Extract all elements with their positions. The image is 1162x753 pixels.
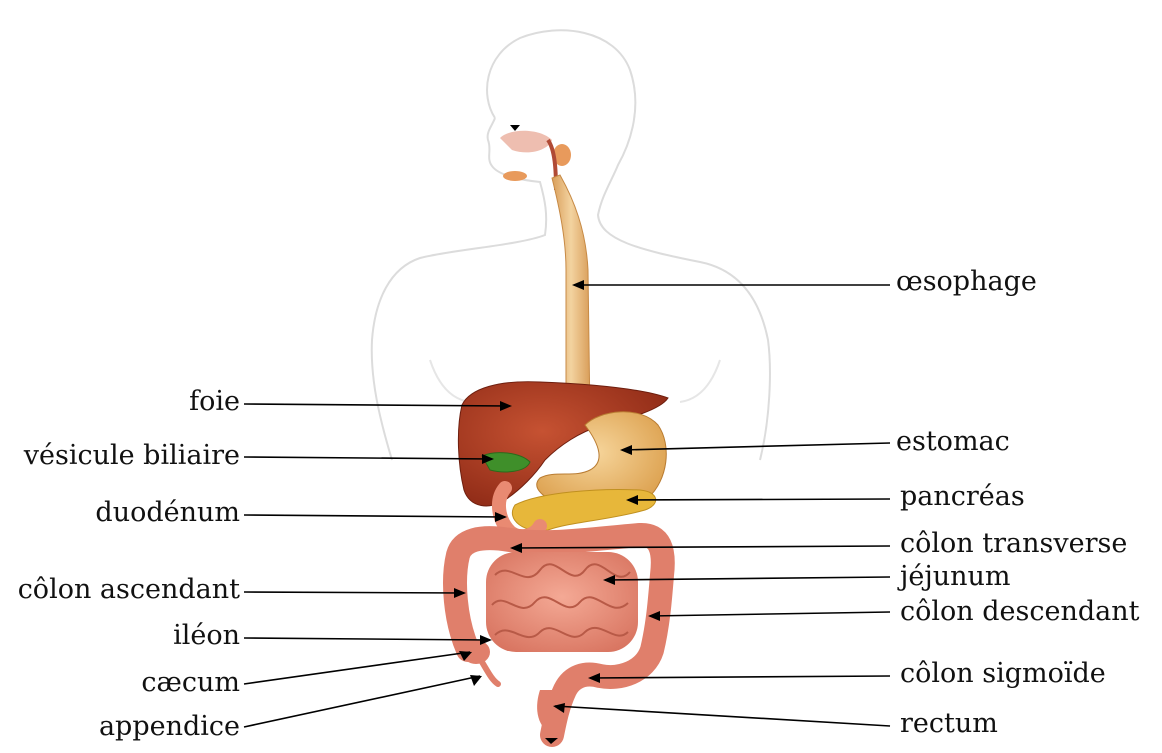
label-oesophage: œsophage — [896, 266, 1037, 298]
label-vesicule-biliaire: vésicule biliaire — [0, 440, 240, 472]
appendix-shape — [482, 662, 498, 684]
label-ileon: iléon — [0, 620, 240, 652]
label-caecum: cæcum — [0, 667, 240, 699]
label-foie: foie — [0, 386, 240, 418]
label-pancreas: pancréas — [900, 481, 1025, 513]
label-colon-descendant: côlon descendant — [900, 596, 1139, 628]
label-appendice: appendice — [0, 711, 240, 743]
label-colon-transverse: côlon transverse — [900, 528, 1127, 560]
label-jejunum: jéjunum — [900, 561, 1011, 593]
oesophagus-shape — [552, 175, 590, 418]
label-estomac: estomac — [896, 426, 1010, 458]
small-intestine-shape — [486, 552, 638, 652]
label-colon-sigmoide: côlon sigmoïde — [900, 658, 1106, 690]
label-colon-ascendant: côlon ascendant — [0, 574, 240, 606]
label-duodenum: duodénum — [0, 497, 240, 529]
label-rectum: rectum — [900, 708, 998, 740]
